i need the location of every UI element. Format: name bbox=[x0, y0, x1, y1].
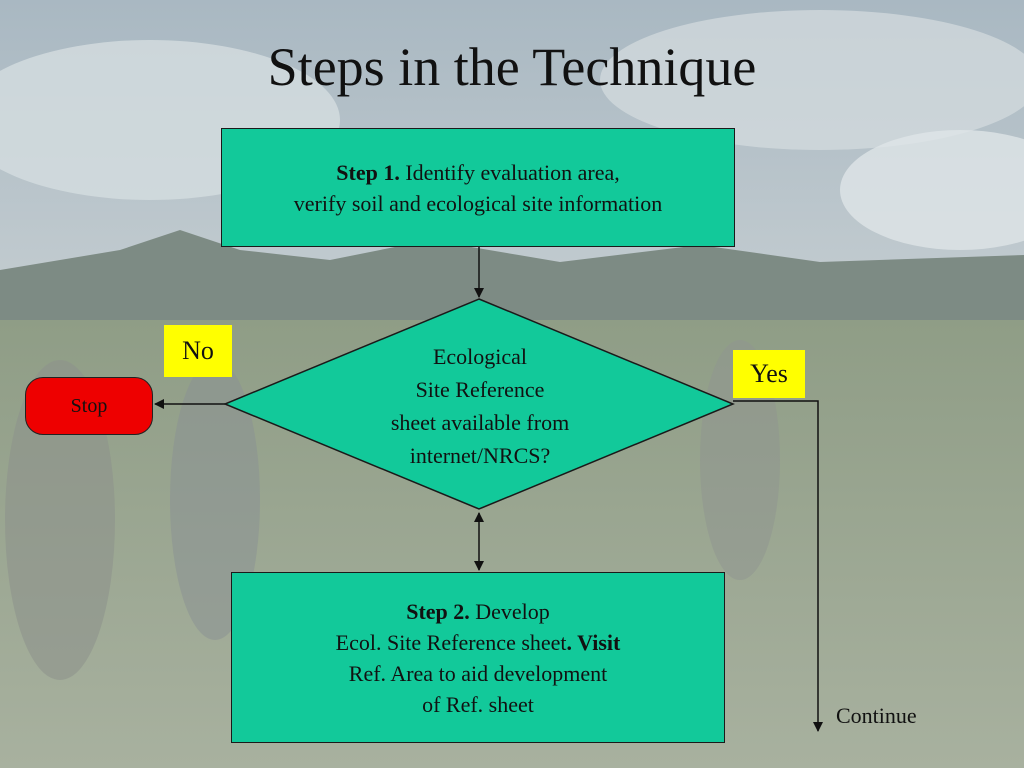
decision-line4: internet/NRCS? bbox=[409, 443, 551, 468]
no-label: No bbox=[164, 325, 232, 377]
step1-bold: Step 1. bbox=[336, 159, 400, 185]
step2-line2: Ecol. Site Reference sheet. Visit bbox=[335, 629, 621, 655]
decision-line1: Ecological bbox=[432, 344, 528, 369]
step1-line2: verify soil and ecological site informat… bbox=[293, 190, 663, 216]
step2-box: Step 2. Develop Ecol. Site Reference she… bbox=[231, 572, 725, 743]
stop-box: Stop bbox=[25, 377, 153, 435]
decision-line2: Site Reference bbox=[415, 377, 545, 402]
decision-line3: sheet available from bbox=[390, 410, 570, 435]
continue-label: Continue bbox=[836, 703, 917, 728]
step1-box: Step 1. Identify evaluation area, verify… bbox=[221, 128, 735, 247]
yes-label: Yes bbox=[733, 350, 805, 398]
step1-line1: Step 1. Identify evaluation area, bbox=[336, 159, 620, 185]
step2-line1: Step 2. Develop bbox=[406, 598, 550, 624]
page-title: Steps in the Technique bbox=[267, 37, 757, 97]
decision-text: Ecological Site Reference sheet availabl… bbox=[340, 340, 620, 472]
step2-line4: of Ref. sheet bbox=[422, 691, 534, 717]
arrow-yes-continue bbox=[733, 400, 823, 732]
step2-bold: Step 2. bbox=[406, 598, 470, 624]
decision-diamond bbox=[223, 298, 735, 510]
step2-line3: Ref. Area to aid development bbox=[348, 660, 608, 686]
